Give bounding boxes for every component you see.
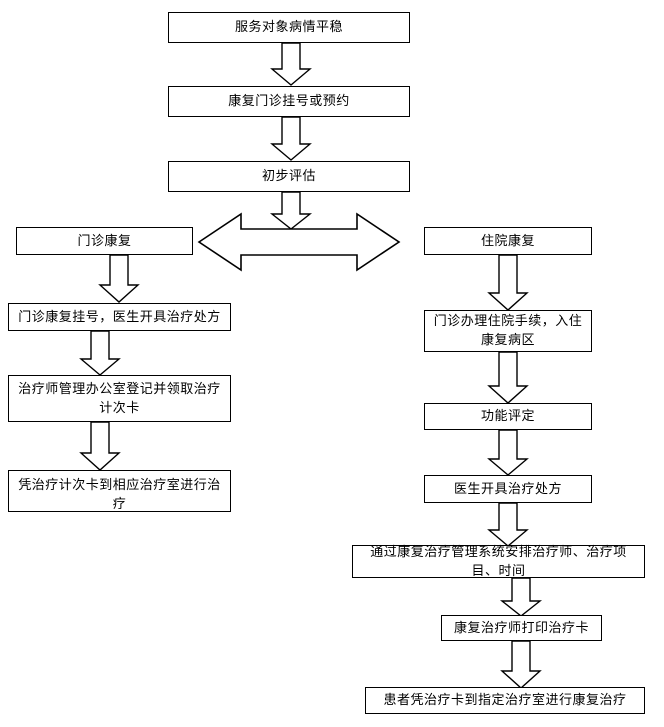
arrow-down-n1-n2 <box>270 42 312 86</box>
node-therapist-office-registration: 治疗师管理办公室登记并领取治疗计次卡 <box>8 375 231 422</box>
node-label: 通过康复治疗管理系统安排治疗师、治疗项目、时间 <box>370 544 627 579</box>
node-outpatient-rehab-branch: 门诊康复 <box>16 227 193 255</box>
node-print-treatment-card: 康复治疗师打印治疗卡 <box>441 615 602 641</box>
node-label: 服务对象病情平稳 <box>234 20 343 35</box>
node-treatment-with-card: 凭治疗计次卡到相应治疗室进行治疗 <box>8 470 231 512</box>
arrow-bidirectional-branch <box>197 212 401 272</box>
node-label: 初步评估 <box>261 169 316 184</box>
node-rehab-registration: 康复门诊挂号或预约 <box>168 86 410 117</box>
node-label: 康复门诊挂号或预约 <box>228 94 350 109</box>
node-label: 功能评定 <box>480 409 535 424</box>
node-functional-assessment: 功能评定 <box>424 403 592 430</box>
arrow-down-n2-n3 <box>270 116 312 161</box>
node-inpatient-rehab-branch: 住院康复 <box>424 227 592 255</box>
node-label: 康复治疗师打印治疗卡 <box>453 620 589 636</box>
node-label: 患者凭治疗卡到指定治疗室进行康复治疗 <box>383 693 627 708</box>
node-scheduling-system: 通过康复治疗管理系统安排治疗师、治疗项目、时间 <box>352 544 645 579</box>
node-label: 医生开具治疗处方 <box>453 481 562 497</box>
node-doctor-prescription: 医生开具治疗处方 <box>424 475 592 503</box>
node-service-stable: 服务对象病情平稳 <box>168 12 410 43</box>
node-initial-assessment: 初步评估 <box>168 161 410 192</box>
node-label: 门诊康复挂号，医生开具治疗处方 <box>18 309 221 325</box>
node-label: 凭治疗计次卡到相应治疗室进行治疗 <box>18 478 221 512</box>
arrow-down-n3-split <box>269 191 313 230</box>
arrow-down-r3-r4 <box>487 502 529 547</box>
node-label: 门诊办理住院手续，入住康复病区 <box>433 314 583 348</box>
arrow-down-r5-r6 <box>500 640 542 689</box>
arrow-down-left-branch-l1 <box>98 254 140 303</box>
arrow-down-r2-r3 <box>487 429 529 476</box>
arrow-down-right-branch-r1 <box>487 254 529 311</box>
node-label: 住院康复 <box>480 233 535 249</box>
arrow-down-l2-l3 <box>79 421 121 471</box>
node-label: 治疗师管理办公室登记并领取治疗计次卡 <box>18 381 221 416</box>
arrow-down-r1-r2 <box>487 351 529 404</box>
node-inpatient-admission: 门诊办理住院手续，入住康复病区 <box>424 310 592 352</box>
node-outpatient-registration-prescription: 门诊康复挂号，医生开具治疗处方 <box>8 303 231 331</box>
arrow-down-l1-l2 <box>79 330 121 376</box>
arrow-down-r4-r5 <box>499 577 543 617</box>
node-patient-rehab-treatment: 患者凭治疗卡到指定治疗室进行康复治疗 <box>365 687 645 714</box>
node-label: 门诊康复 <box>77 233 132 249</box>
